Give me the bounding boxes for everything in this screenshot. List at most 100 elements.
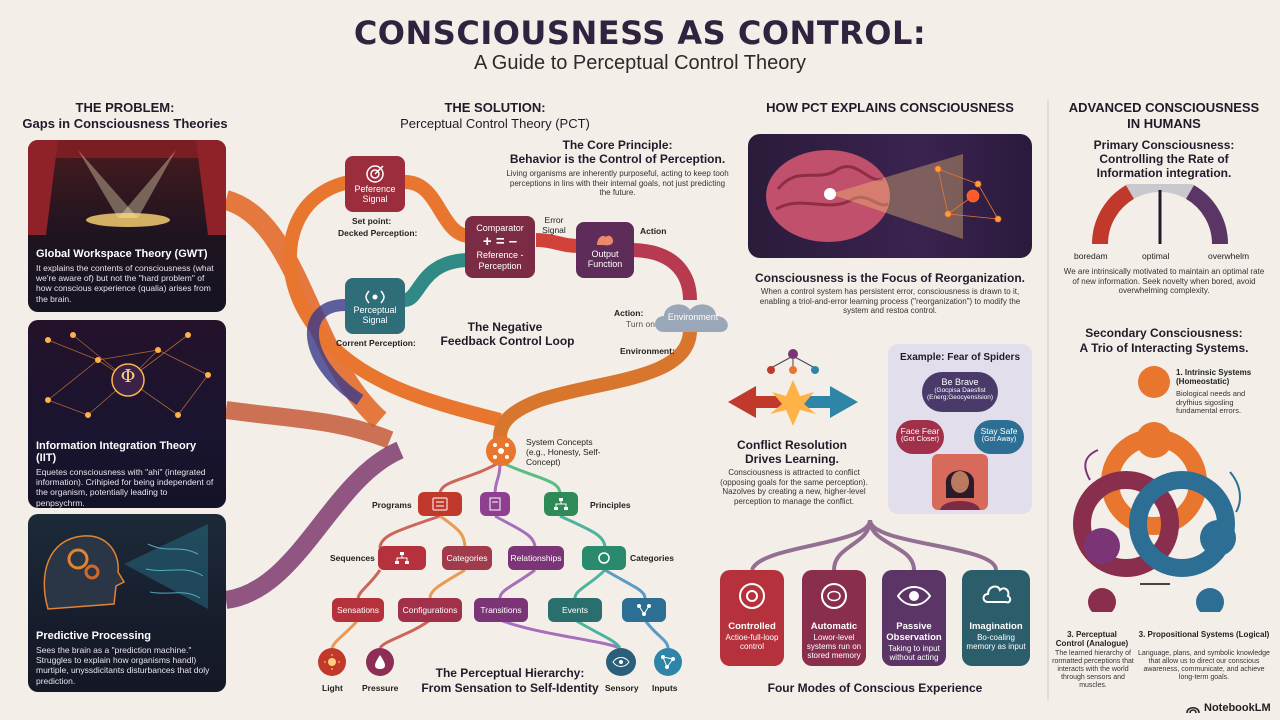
gwt-text: It explains the contents of consciousnes… — [36, 263, 214, 304]
perceptual-signal-label: Perceptual Signal — [353, 304, 397, 325]
page-subtitle: A Guide to Perceptual Control Theory — [473, 52, 807, 74]
advanced-heading-1: ADVANCED CONSCIOUSNESS — [1068, 100, 1260, 115]
categories-right-label: Categories — [630, 553, 674, 563]
propositional-text: Language, plans, and symbolic knowledge … — [1138, 650, 1270, 682]
loop-title-1: The Negative — [467, 320, 543, 334]
events-node: Events — [548, 598, 602, 622]
stay-safe-bubble: Stay Safe (Got Away) — [974, 420, 1024, 454]
sun-icon — [324, 654, 340, 670]
principles-node — [544, 492, 578, 516]
network-icon — [45, 332, 211, 418]
brain-image — [748, 134, 1032, 258]
cloud-icon — [655, 304, 728, 332]
pp-text: Sees the brain as a "prediction machine.… — [36, 645, 210, 686]
perceptual-title: 3. Perceptual Control (Analogue) — [1055, 630, 1129, 649]
conflict-text: Consciousness is attracted to conflict (… — [720, 468, 868, 506]
desired-perception-label: Decked Perception: — [338, 228, 418, 238]
hierarchy-icon — [395, 552, 409, 564]
mode-imagination-text: Bo-coaling memory as input — [966, 632, 1026, 652]
primary-title-3: Information integration. — [1096, 166, 1232, 180]
programs-node — [418, 492, 462, 516]
stay-safe-sub: (Got Away) — [981, 436, 1017, 443]
environment-sub-label: Environment: — [620, 346, 675, 356]
notebooklm-logo-icon — [1186, 706, 1200, 714]
mode-passive-title: Passive Observation — [886, 621, 942, 643]
relationships-node: Relationships — [508, 546, 564, 570]
perceptual-signal-node: Perceptual Signal — [345, 278, 405, 334]
mode-automatic-text: Lowor-level systems run on stored memory — [806, 632, 862, 661]
output-function-node: Output Function — [576, 222, 634, 278]
be-brave-sub: (Gocpisa Daesfist (Energ;Geocyenslsion) — [926, 387, 994, 402]
notebooklm-label: NotebookLM — [1204, 702, 1271, 714]
mode-controlled-card: Controlled Actioe-full-loop control — [720, 570, 784, 666]
trio-rings — [1073, 366, 1241, 612]
sensory-label: Sensory — [605, 683, 639, 693]
core-title-2: Behavior is the Control of Perception. — [509, 152, 726, 166]
network-node-icon — [493, 443, 509, 459]
sensory-node — [606, 648, 636, 676]
list-icon — [432, 497, 448, 511]
face-fear-sub: (Got Closer) — [900, 436, 940, 443]
pressure-node — [366, 648, 394, 676]
comparator-node: Comparator + = – Reference - Perception — [465, 216, 535, 278]
stay-safe-label: Stay Safe — [980, 426, 1018, 436]
solution-heading: THE SOLUTION: — [444, 100, 546, 115]
mode-imagination-card: Imagination Bo-coaling memory as input — [962, 570, 1030, 666]
sensations-node: Sensations — [332, 598, 384, 622]
action-label: Action — [640, 226, 667, 236]
mode-imagination-title: Imagination — [969, 621, 1023, 632]
drop-icon — [375, 655, 385, 669]
control-loop-icon — [739, 583, 765, 609]
hierarchy-title-2: From Sensation to Self-Identity — [421, 681, 599, 695]
secondary-title-2: A Trio of Interacting Systems. — [1079, 341, 1249, 355]
stage-spotlight-icon — [28, 140, 226, 235]
set-point-label: Set point: — [352, 216, 392, 226]
comparator-symbols: + = – — [482, 233, 518, 251]
person-icon — [932, 454, 988, 510]
gauge-high-label: overwhelm — [1208, 251, 1250, 261]
programs-label: Programs — [372, 500, 412, 510]
events-icon-node — [622, 598, 666, 622]
primary-title-2: Controlling the Rate of — [1099, 152, 1229, 166]
intrinsic-text: Biological needs and dryfhius sigosling … — [1176, 389, 1246, 416]
phi-symbol: Φ — [120, 366, 136, 387]
secondary-title-1: Secondary Consciousness: — [1085, 326, 1243, 340]
reference-signal-node: Peference Signal — [345, 156, 405, 212]
mode-passive-text: Taking to input without acting — [888, 643, 940, 663]
system-concepts-label: System Concepts (e.g., Honesty, Self-Con… — [526, 437, 601, 467]
tree-icon — [554, 498, 568, 510]
light-label: Light — [322, 683, 343, 693]
target-icon — [366, 164, 384, 183]
modes-title: Four Modes of Conscious Experience — [767, 681, 983, 695]
primary-title-1: Primary Consciousness: — [1093, 138, 1235, 152]
intrinsic-title: 1. Intrinsic Systems (Homeostatic) — [1176, 368, 1252, 387]
perceptual-text: The learned hierarchy of rormatted perce… — [1052, 650, 1134, 690]
eye-icon — [612, 657, 630, 667]
principles-label: Principles — [590, 500, 631, 510]
pressure-label: Pressure — [362, 683, 399, 693]
mode-automatic-card: Automatic Lowor-level systems run on sto… — [802, 570, 866, 666]
solution-subheading: Perceptual Control Theory (PCT) — [400, 116, 590, 131]
sequences-label: Sequences — [330, 553, 375, 563]
example-title: Example: Fear of Spiders — [899, 352, 1021, 363]
gwt-title: Global Workspace Theory (GWT) — [36, 248, 208, 260]
problem-heading: THE PROBLEM: — [75, 100, 175, 115]
inputs-label: Inputs — [652, 683, 678, 693]
hierarchy-title-1: The Perceptual Hierarchy: — [435, 666, 585, 680]
conflict-title-1: Conflict Resolution — [737, 438, 847, 452]
leaf-icon — [598, 552, 610, 564]
prediction-head-icon — [43, 524, 208, 610]
conflict-title-2: Drives Learning. — [744, 452, 840, 466]
explains-heading: HOW PCT EXPLAINS CONSCIOUSNESS — [766, 100, 1014, 115]
action-turn-label: Action: — [614, 308, 644, 318]
configurations-node: Configurations — [398, 598, 462, 622]
iit-panel: Φ Information Integration Theory (IIT) E… — [28, 320, 226, 508]
comparator-sub: Reference - Perception — [476, 250, 524, 271]
conflict-arrows-icon — [728, 349, 858, 426]
iit-text: Equetes consciousness with "ahi" (integr… — [36, 467, 214, 508]
mode-automatic-title: Automatic — [810, 621, 858, 632]
face-fear-bubble: Face Fear (Got Closer) — [896, 420, 944, 454]
face-fear-label: Face Fear — [900, 426, 940, 436]
light-node — [318, 648, 346, 676]
